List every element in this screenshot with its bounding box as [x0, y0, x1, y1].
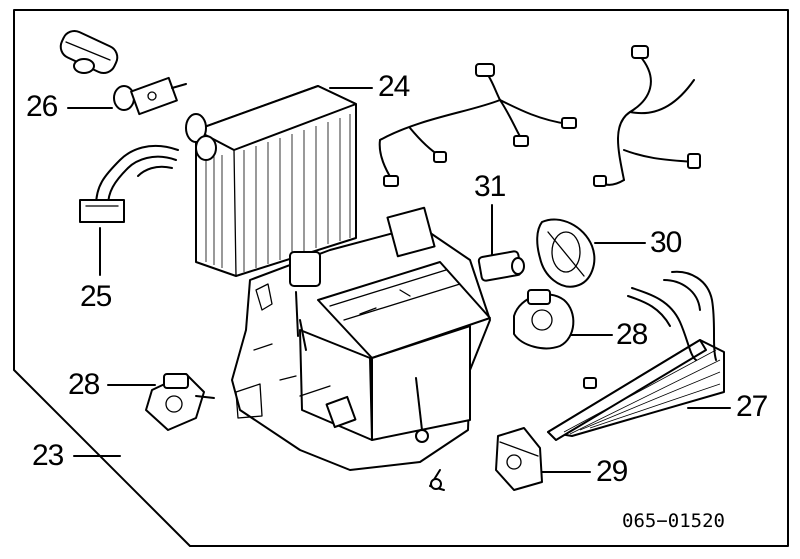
callout-26: 26 — [26, 90, 58, 123]
callout-28-left: 28 — [68, 368, 100, 401]
leader-lines — [67, 87, 731, 473]
actuator-part-30 — [536, 218, 596, 288]
callout-25: 25 — [80, 280, 112, 313]
heater-core-part — [547, 270, 725, 441]
callout-27: 27 — [736, 390, 768, 423]
diagram-frame — [13, 9, 789, 547]
callout-28-right: 28 — [616, 318, 648, 351]
servo-motor-part-left — [145, 373, 215, 431]
catalog-code: 065−01520 — [622, 510, 725, 532]
callout-23: 23 — [32, 439, 64, 472]
expansion-valve-part — [113, 76, 187, 116]
wire-harness-center — [378, 63, 577, 187]
refrigerant-pipe-part — [79, 144, 179, 223]
servo-motor-part-right — [513, 289, 575, 350]
callout-24: 24 — [378, 70, 410, 103]
evaporator-part — [185, 85, 357, 277]
sensor-part — [477, 250, 525, 282]
callout-31: 31 — [474, 170, 506, 203]
wire-harness-right — [593, 45, 701, 187]
ac-unit-housing — [231, 206, 491, 491]
bracket-part — [495, 427, 543, 491]
callout-29: 29 — [596, 455, 628, 488]
receiver-dryer-part — [59, 30, 119, 74]
callout-30: 30 — [650, 226, 682, 259]
